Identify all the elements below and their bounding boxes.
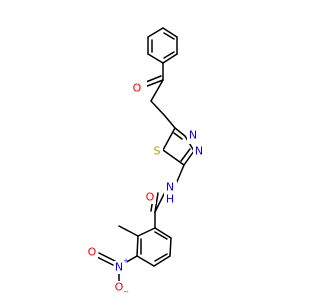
nitro-negative-charge: − [123,288,129,296]
bond [162,127,176,151]
atom-nitro-oxygen-single: O [115,281,124,294]
bond [175,164,185,185]
bond [164,115,176,129]
bond [162,149,185,166]
bond [150,79,164,102]
bond [136,235,139,257]
bond [154,231,168,240]
bond [174,127,186,137]
bond [154,253,168,262]
bond [163,51,175,59]
atom-nitro-nitrogen: N [115,261,123,274]
atom-labels: O S N N N H O N + O O − [86,81,205,296]
atom-amide-oxygen: O [146,191,155,204]
bonds [96,27,195,284]
atom-nitro-oxygen-double: O [88,246,97,259]
bond [147,53,164,64]
structure-canvas: O S N N N H O N + O O − [86,27,205,296]
nitro-positive-charge: + [123,257,129,265]
bond [154,227,172,239]
bond [98,252,116,262]
bond [180,148,191,162]
bond [183,150,195,166]
bond [169,237,172,257]
atom-sulfur: S [154,145,161,158]
bond [137,227,156,237]
bond [118,225,139,237]
atom-amide-nitrogen: N [166,181,174,194]
bond [163,32,175,40]
bond [150,100,166,117]
bond [162,27,178,38]
bond [147,27,164,38]
bond [162,53,178,64]
atom-amide-hydrogen: H [166,193,174,206]
bond [153,255,171,267]
bond [154,192,159,213]
atom-ring-nitrogen-lower: N [195,145,203,158]
molecule-structure: O S N N N H O N + O O − [86,27,205,296]
bond [173,132,183,140]
bond [136,255,155,267]
atom-carbonyl-oxygen: O [133,82,142,95]
atom-ring-nitrogen-upper: N [189,129,197,142]
bond [96,256,114,266]
